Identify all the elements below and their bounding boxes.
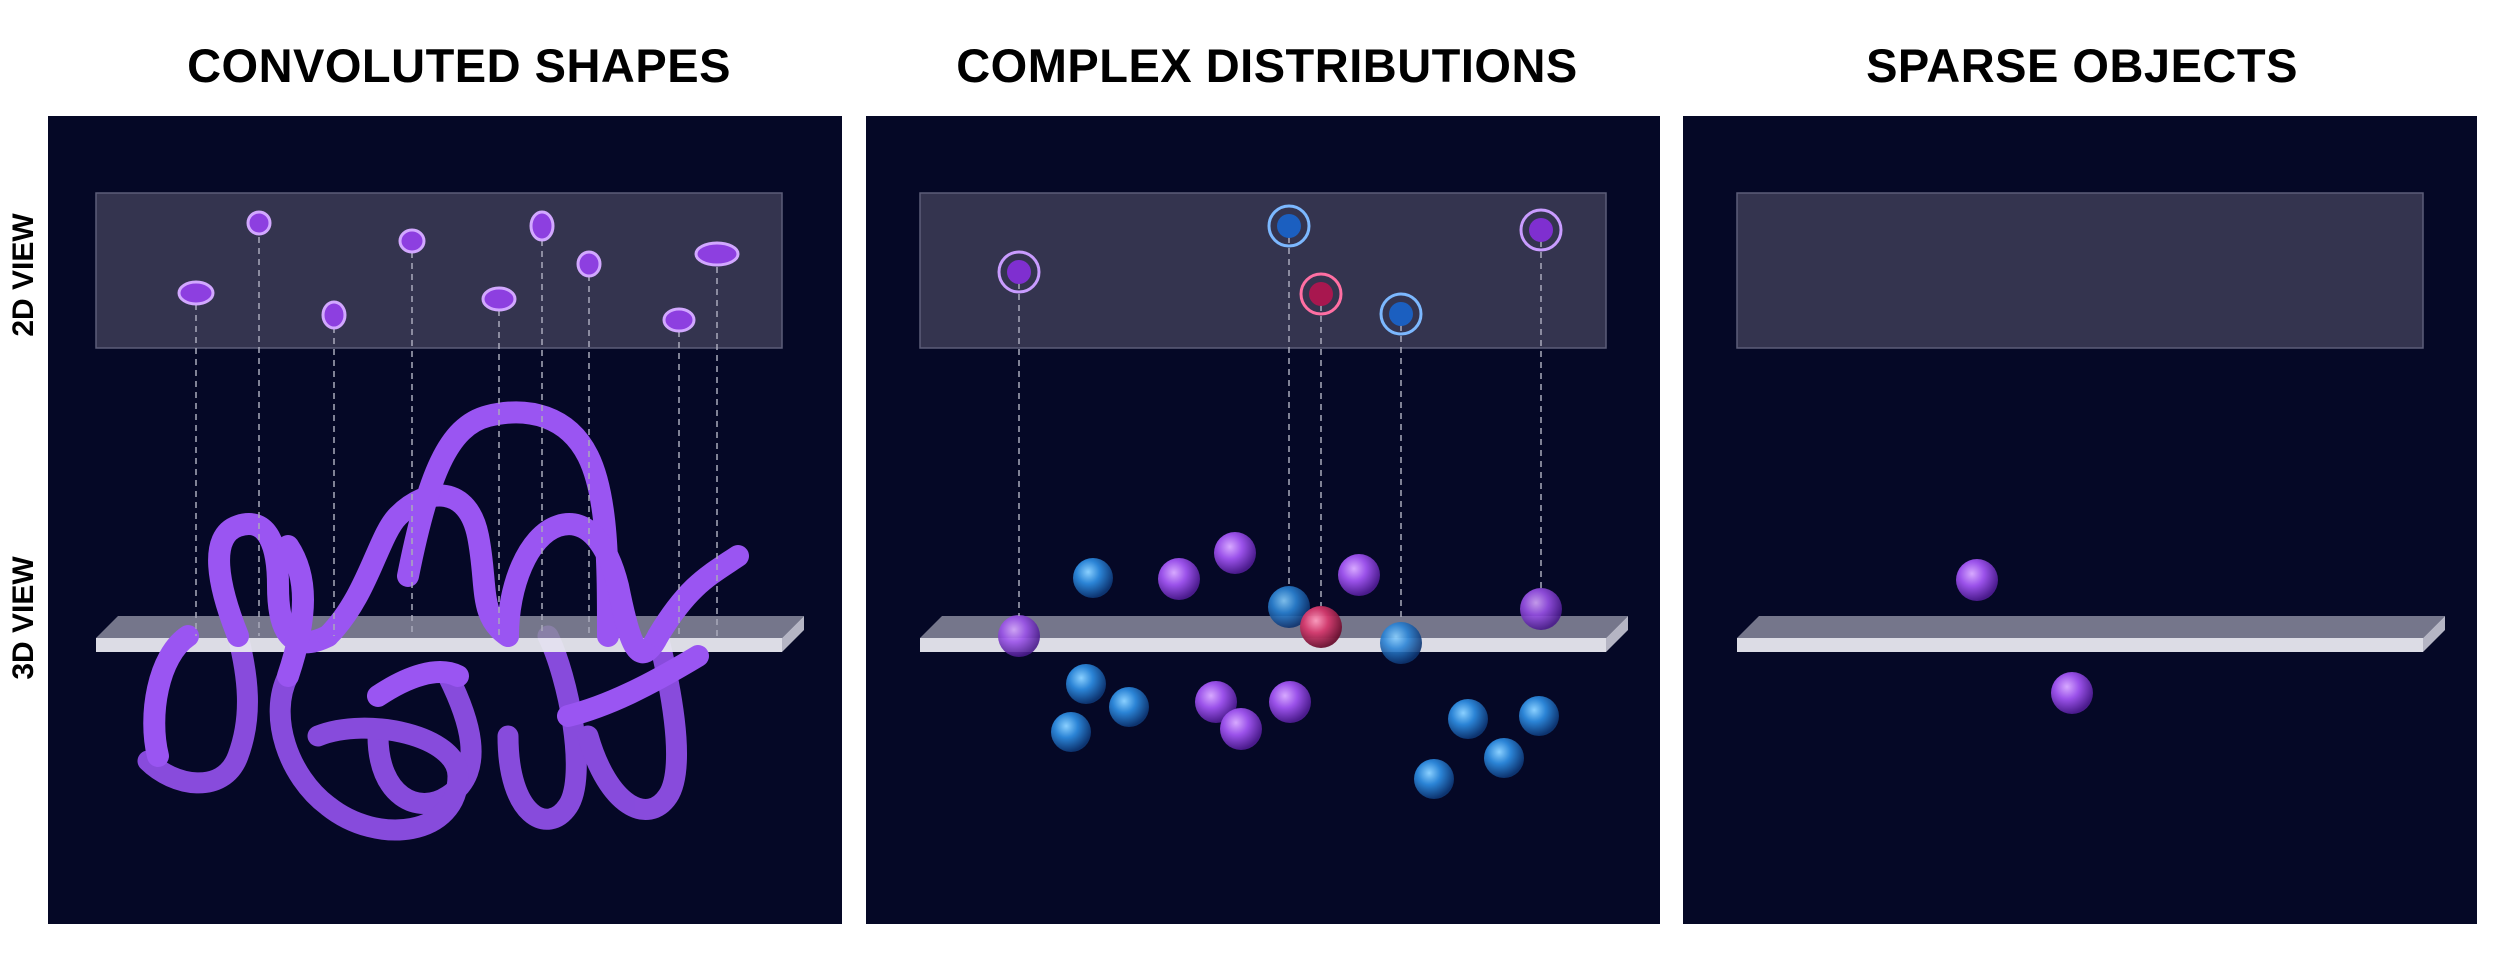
purple-sphere [1956, 559, 1998, 601]
cross-section [694, 241, 740, 267]
cross-section [398, 228, 426, 254]
title-complex-distributions: COMPLEX DISTRIBUTIONS [956, 39, 1578, 92]
cross-section [481, 286, 517, 312]
blue-sphere [1484, 738, 1524, 778]
2d-view-box [919, 192, 1607, 349]
title-sparse-objects: SPARSE OBJECTS [1866, 39, 2298, 92]
blue-cross-section [1379, 292, 1423, 336]
purple-sphere [1338, 554, 1380, 596]
blue-sphere [1109, 687, 1149, 727]
spheres-on-plane [998, 586, 1562, 664]
cross-section [177, 280, 215, 306]
spheres-above-plane [1073, 532, 1380, 600]
row-label-2d-view: 2D VIEW [7, 213, 40, 337]
panel-complex-distributions [866, 116, 1660, 924]
convoluted-tube-front [143, 401, 749, 767]
blue-sphere [1448, 699, 1488, 739]
spheres-below-plane [1051, 664, 1559, 799]
cross-section [246, 210, 272, 236]
cross-section [321, 300, 347, 330]
cross-section [662, 307, 696, 333]
cross-section [576, 250, 602, 278]
blue-sphere [1519, 696, 1559, 736]
purple-cross-section [1519, 208, 1563, 252]
sparse-spheres [1956, 559, 2093, 714]
pink-cross-section [1299, 272, 1343, 316]
cross-section [529, 210, 555, 242]
purple-sphere [2051, 672, 2093, 714]
row-label-3d-view: 3D VIEW [7, 556, 40, 680]
pink-sphere [1300, 606, 1342, 648]
2d-view-box [1736, 192, 2424, 349]
slice-plane [920, 616, 1628, 652]
blue-sphere [1066, 664, 1106, 704]
slice-plane [1737, 616, 2445, 652]
panel-convoluted-shapes [48, 116, 842, 924]
blue-sphere [1073, 558, 1113, 598]
convoluted-tube-back [137, 625, 688, 841]
purple-sphere [1520, 588, 1562, 630]
projection-lines [195, 226, 718, 636]
blue-sphere [1051, 712, 1091, 752]
purple-cross-section [997, 250, 1041, 294]
cross-sections-2d [177, 210, 740, 333]
blue-sphere [1380, 622, 1422, 664]
purple-sphere [1158, 558, 1200, 600]
purple-sphere [1214, 532, 1256, 574]
purple-sphere [1220, 708, 1262, 750]
cross-sections-2d [997, 204, 1563, 336]
projection-lines [1018, 226, 1542, 622]
blue-sphere [1268, 586, 1310, 628]
blue-cross-section [1267, 204, 1311, 248]
panel-sparse-objects [1683, 116, 2477, 924]
blue-sphere [1414, 759, 1454, 799]
purple-sphere [1269, 681, 1311, 723]
title-convoluted-shapes: CONVOLUTED SHAPES [187, 39, 731, 92]
purple-sphere [998, 615, 1040, 657]
purple-sphere [1195, 681, 1237, 723]
